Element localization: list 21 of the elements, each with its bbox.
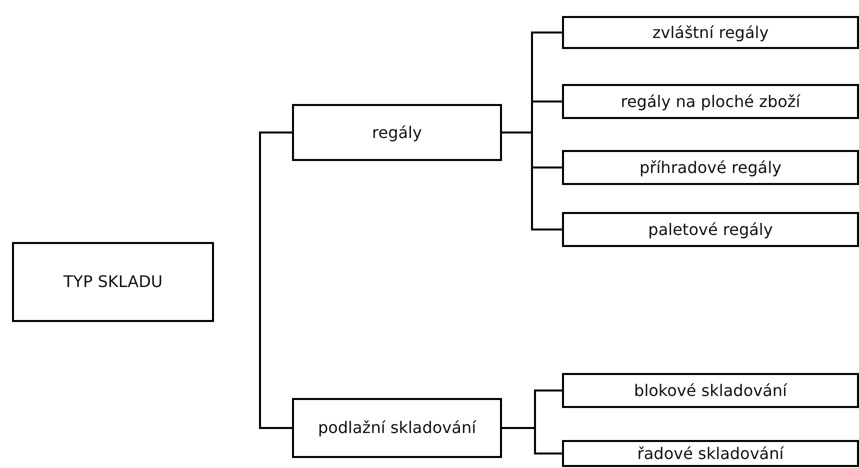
category-box bbox=[562, 373, 859, 408]
category-box bbox=[562, 150, 859, 185]
category-label: příhradové regály bbox=[640, 158, 782, 178]
category-label: podlažní skladování bbox=[318, 418, 476, 438]
connector-line bbox=[502, 132, 562, 230]
category-label: zvláštní regály bbox=[652, 22, 769, 42]
category-label: blokové skladování bbox=[634, 380, 787, 400]
category-box bbox=[292, 104, 502, 161]
category-box bbox=[292, 398, 502, 458]
connector-line bbox=[502, 427, 562, 454]
category-label: regály na ploché zboží bbox=[620, 92, 800, 112]
category-label: řadové skladování bbox=[637, 444, 784, 464]
category-label: paletové regály bbox=[648, 220, 773, 240]
category-box bbox=[562, 16, 859, 49]
category-box bbox=[562, 212, 859, 247]
category-label: regály bbox=[372, 122, 422, 142]
category-box bbox=[562, 84, 859, 119]
connector-line bbox=[259, 132, 292, 429]
category-box bbox=[562, 440, 859, 467]
category-box bbox=[12, 242, 214, 322]
category-label: TYP SKLADU bbox=[63, 272, 163, 292]
